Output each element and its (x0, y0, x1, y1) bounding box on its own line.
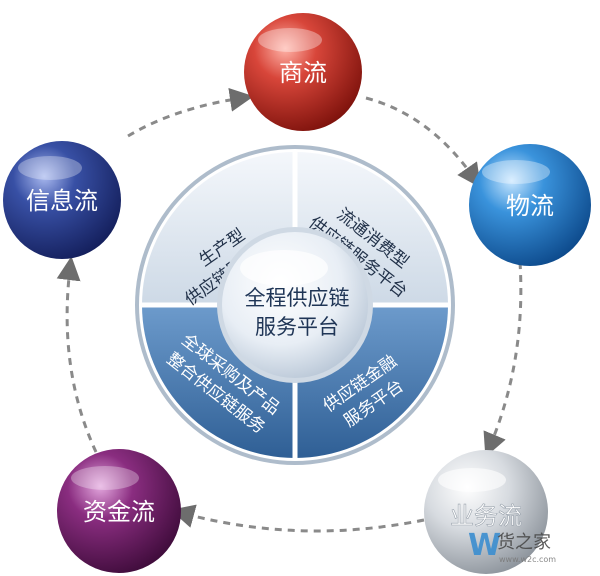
watermark: W 货之家 www.w2c.com (468, 528, 556, 564)
flow-information-label: 信息流 (26, 187, 98, 215)
arrow-info-to-commerce (127, 87, 254, 138)
flow-commerce-label: 商流 (279, 59, 327, 87)
arrow-business-to-capital (170, 504, 425, 533)
flow-logistics: 物流 (469, 144, 591, 266)
center-title-line1: 全程供应链 (245, 286, 350, 310)
flow-information: 信息流 (3, 141, 121, 259)
flow-capital: 资金流 (57, 449, 181, 573)
arrow-capital-to-info (56, 256, 98, 453)
flow-business-label: 业务流 (450, 502, 522, 530)
center-title-line2: 服务平台 (255, 315, 339, 339)
flow-capital-label: 资金流 (83, 498, 155, 526)
flow-logistics-label: 物流 (506, 192, 554, 220)
arrow-commerce-to-logistics (365, 96, 481, 188)
watermark-logo-icon: W (468, 528, 501, 563)
watermark-url: www.w2c.com (499, 555, 556, 564)
watermark-brand: 货之家 (497, 532, 551, 553)
cycle-arrows (56, 87, 523, 533)
arrow-logistics-to-business (483, 261, 523, 458)
flow-business: 业务流 (424, 450, 548, 574)
flow-commerce: 商流 (244, 13, 362, 131)
center-sphere: 全程供应链 服务平台 (217, 227, 373, 383)
